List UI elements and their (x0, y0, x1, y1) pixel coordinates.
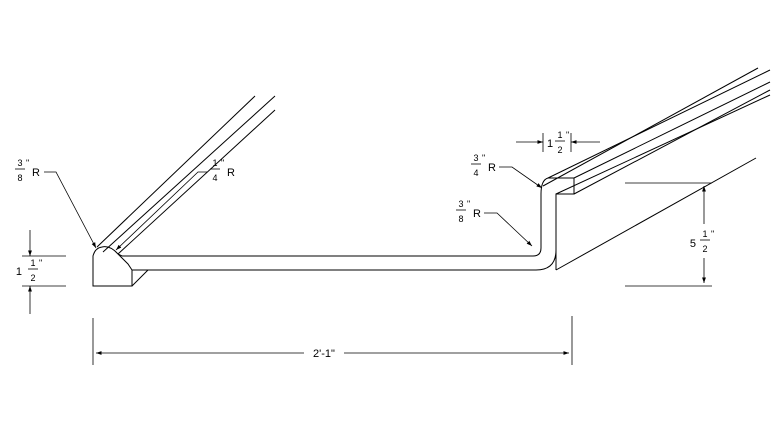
left-inner-radius-callout: 1 4 " R (115, 158, 235, 251)
step-height-whole: 5 (690, 238, 696, 250)
top-lip-radius-suffix: R (488, 162, 496, 174)
step-height-den: 2 (702, 244, 707, 254)
inner-corner-radius-suffix: R (473, 208, 481, 220)
left-lip-radius-callout: 3 8 " R (15, 158, 97, 249)
left-angled-face (96, 95, 276, 255)
left-lip-radius-num: 3 (17, 158, 22, 168)
inner-corner-radius-callout: 3 8 " R (456, 199, 533, 247)
top-lip-width-den: 2 (557, 145, 562, 155)
left-inner-radius-den: 4 (212, 173, 217, 183)
profile-outline (92, 177, 575, 287)
left-inner-radius-suffix: R (227, 167, 235, 179)
overall-width-label: 2'-1" (313, 348, 335, 360)
inner-corner-radius-unit: " (467, 199, 470, 209)
lip-height-num: 1 (30, 258, 35, 268)
step-height-dimension: 5 1 2 " (625, 182, 714, 287)
right-underside-face (131, 157, 757, 287)
lip-height-unit: " (39, 258, 42, 268)
inner-corner-radius-num: 3 (458, 199, 463, 209)
top-lip-radius-den: 4 (473, 168, 478, 178)
right-top-face (542, 67, 771, 195)
top-lip-radius-callout: 3 4 " R (471, 153, 543, 189)
lip-height-dimension: 1 1 2 " (16, 230, 66, 314)
lip-height-whole: 1 (16, 266, 22, 278)
left-lip-radius-suffix: R (32, 167, 40, 179)
step-height-num: 1 (702, 229, 707, 239)
step-height-unit: " (711, 229, 714, 239)
top-lip-radius-num: 3 (473, 153, 478, 163)
left-inner-radius-num: 1 (212, 158, 217, 168)
inner-corner-radius-den: 8 (458, 214, 463, 224)
top-lip-width-whole: 1 (547, 138, 553, 150)
top-lip-radius-unit: " (482, 153, 485, 163)
left-lip-radius-den: 8 (17, 173, 22, 183)
top-lip-width-unit: " (566, 130, 569, 140)
overall-width-dimension: 2'-1" (92, 316, 573, 365)
top-lip-width-dimension: 1 1 2 " (516, 130, 600, 155)
left-inner-radius-unit: " (221, 158, 224, 168)
top-lip-width-num: 1 (557, 130, 562, 140)
lip-height-den: 2 (30, 273, 35, 283)
left-lip-radius-unit: " (26, 158, 29, 168)
